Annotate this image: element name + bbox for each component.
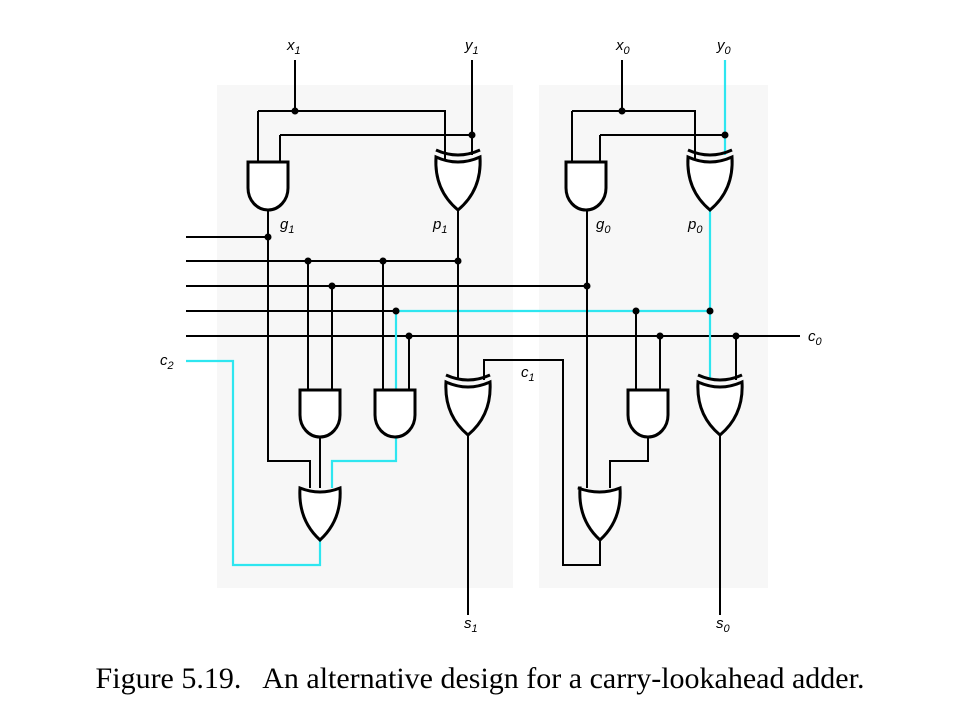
carry-lookahead-schematic: x1 y1 x0 y0 g1 p1 g0 p0 c0 c1 c2 s1 s0 bbox=[160, 37, 823, 635]
xor-gate-p1 bbox=[434, 148, 482, 212]
label-x1: x1 bbox=[286, 37, 301, 57]
y0-wiring bbox=[599, 60, 727, 162]
and-gate-c0p0 bbox=[626, 388, 670, 439]
label-g1: g1 bbox=[280, 216, 294, 236]
label-g0: g0 bbox=[596, 216, 611, 236]
or-gate-c2 bbox=[298, 485, 342, 543]
label-p0: p0 bbox=[687, 216, 703, 236]
label-s0: s0 bbox=[716, 615, 731, 635]
label-c0: c0 bbox=[808, 328, 823, 348]
label-c2: c2 bbox=[160, 352, 174, 372]
label-p1: p1 bbox=[432, 216, 447, 236]
x1-wiring bbox=[257, 60, 446, 162]
stage-0-verticals bbox=[586, 210, 737, 615]
junction-dots bbox=[264, 107, 740, 340]
and-gate-g1 bbox=[246, 160, 290, 212]
label-y1: y1 bbox=[464, 37, 479, 57]
c2-wiring bbox=[186, 359, 322, 567]
stage-1-verticals bbox=[267, 210, 601, 615]
xor-gate-s1 bbox=[444, 373, 492, 437]
label-x0: x0 bbox=[615, 37, 631, 57]
label-y0: y0 bbox=[716, 37, 732, 57]
figure-caption: Figure 5.19. An alternative design for a… bbox=[95, 662, 865, 695]
xor-gate-p0 bbox=[686, 148, 734, 212]
or-gate-c1 bbox=[577, 485, 622, 543]
xor-gate-s0 bbox=[696, 373, 744, 437]
and-gate-g0p1 bbox=[298, 388, 342, 439]
x0-wiring bbox=[571, 60, 696, 162]
y1-wiring bbox=[279, 60, 473, 162]
label-c1: c1 bbox=[521, 364, 535, 384]
and-gate-g0 bbox=[564, 160, 608, 212]
label-s1: s1 bbox=[464, 615, 478, 635]
and-gate-c0p0p1 bbox=[373, 388, 417, 439]
